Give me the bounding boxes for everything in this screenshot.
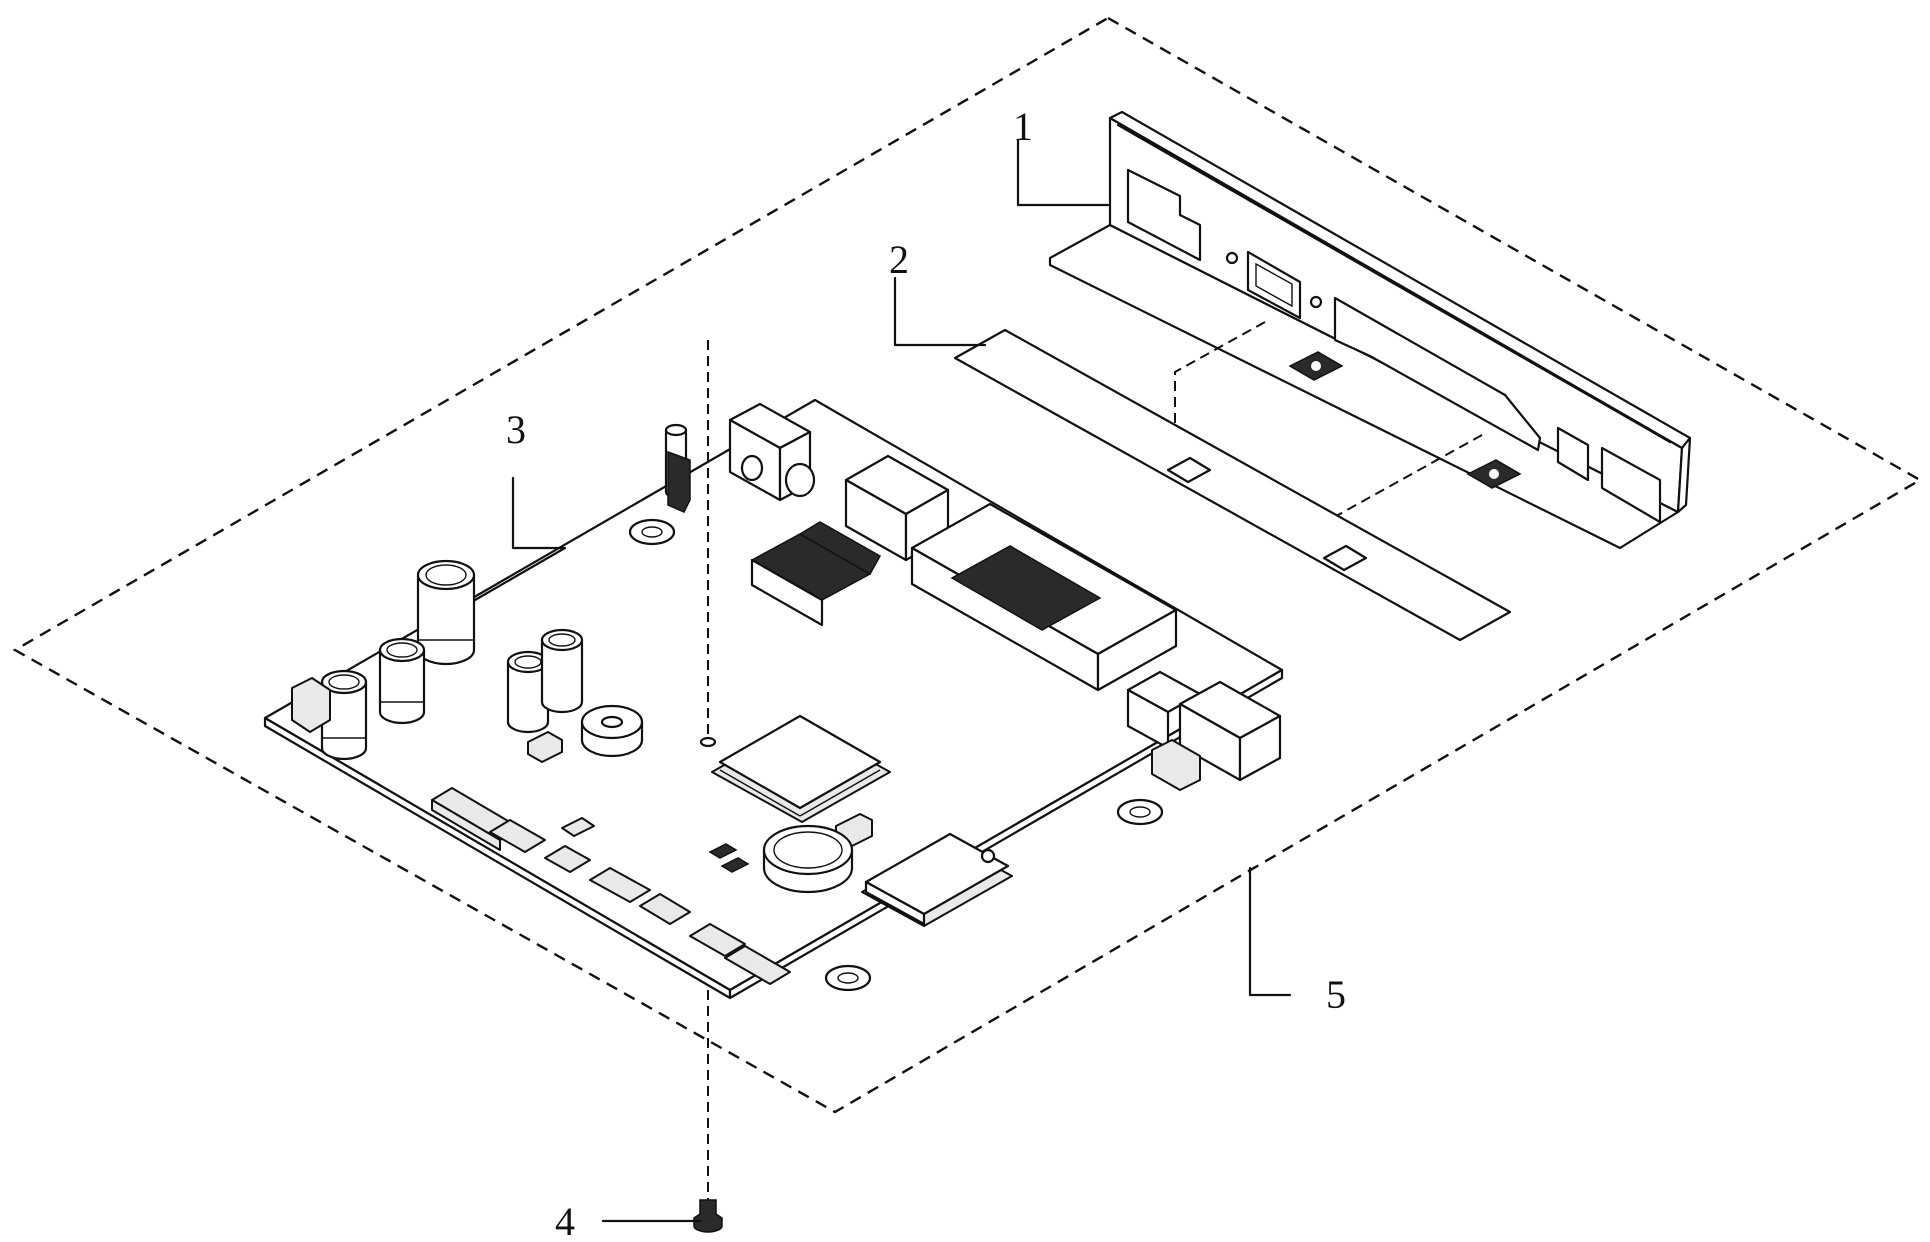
rj45-cutout [1600, 446, 1662, 524]
bracket-cutout-left [1126, 168, 1202, 262]
callout-1: 1 [1013, 104, 1033, 149]
rear-connectors [664, 402, 1282, 791]
screw [693, 1199, 723, 1233]
capacitor [416, 559, 476, 666]
usb-cutout [1556, 426, 1590, 482]
main-board [263, 340, 1284, 1208]
toroid-inductor [580, 704, 644, 758]
parallel-port-cutout [1333, 296, 1542, 452]
assembly-boundary [12, 16, 1923, 1114]
capacitor [506, 650, 550, 734]
io-bracket [1048, 110, 1692, 550]
callout-labels: 1 2 3 4 5 [506, 104, 1346, 1242]
serial-port-cutout [1246, 250, 1302, 320]
callout-2: 2 [889, 237, 909, 282]
capacitor [540, 628, 584, 714]
leader-lines [473, 138, 1292, 1223]
capacitor [378, 637, 426, 725]
insulating-film [953, 328, 1512, 642]
memory-card [861, 832, 1013, 927]
capacitor [320, 669, 368, 761]
processor-chip [711, 714, 891, 823]
callout-3: 3 [506, 407, 526, 452]
edge-connector-row [431, 787, 791, 985]
callout-5: 5 [1326, 972, 1346, 1017]
coin-battery [762, 824, 854, 894]
callout-4: 4 [555, 1199, 575, 1242]
